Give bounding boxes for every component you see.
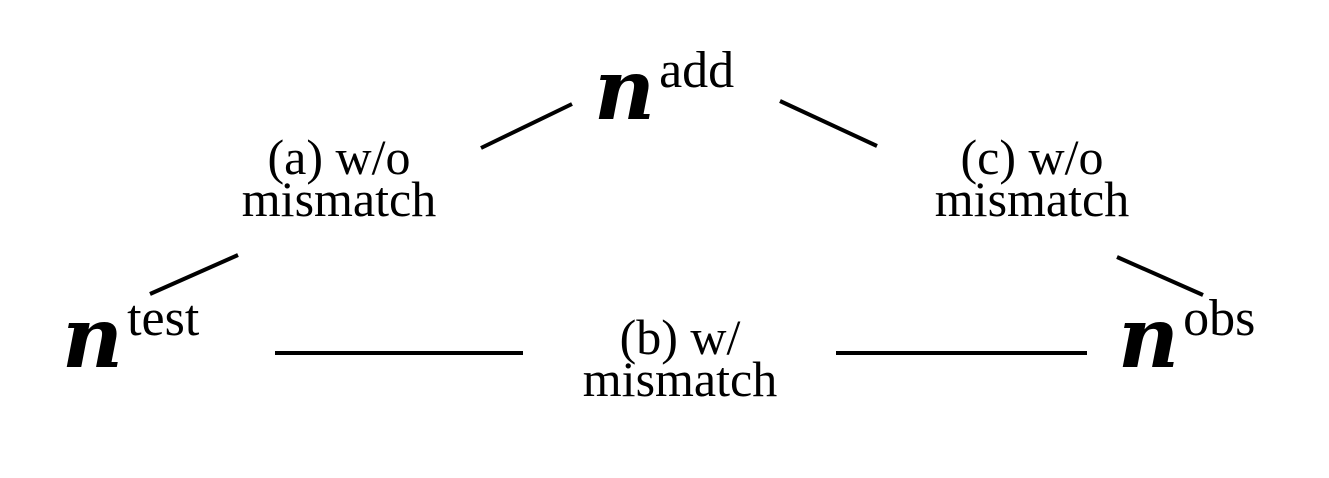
edge-label-c: (c) w/o mismatch (897, 129, 1167, 227)
node-n-obs: nobs (1118, 293, 1255, 380)
edge-top-left-lower (149, 253, 239, 296)
edge-label-a-line1: (a) w/o (267, 129, 411, 185)
node-n-test-symbol: n (62, 288, 124, 387)
node-n-add: nadd (594, 45, 734, 132)
node-n-add-superscript: add (659, 42, 735, 99)
edge-top-left-upper (480, 102, 573, 150)
node-n-test-superscript: test (127, 290, 200, 347)
edge-label-c-line2: mismatch (934, 171, 1130, 227)
node-n-test: ntest (62, 293, 199, 380)
node-n-obs-superscript: obs (1183, 290, 1256, 347)
edge-label-a-line2: mismatch (241, 171, 437, 227)
edge-label-b-line2: mismatch (582, 351, 778, 407)
edge-label-b-line1: (b) w/ (619, 309, 741, 365)
edge-top-right-upper (779, 99, 878, 148)
node-n-add-symbol: n (594, 40, 656, 139)
node-n-obs-symbol: n (1118, 288, 1180, 387)
edge-top-right-lower (1116, 255, 1204, 297)
edge-label-a: (a) w/o mismatch (204, 129, 474, 227)
edge-label-b: (b) w/ mismatch (545, 309, 815, 407)
edge-label-c-line1: (c) w/o (960, 129, 1104, 185)
